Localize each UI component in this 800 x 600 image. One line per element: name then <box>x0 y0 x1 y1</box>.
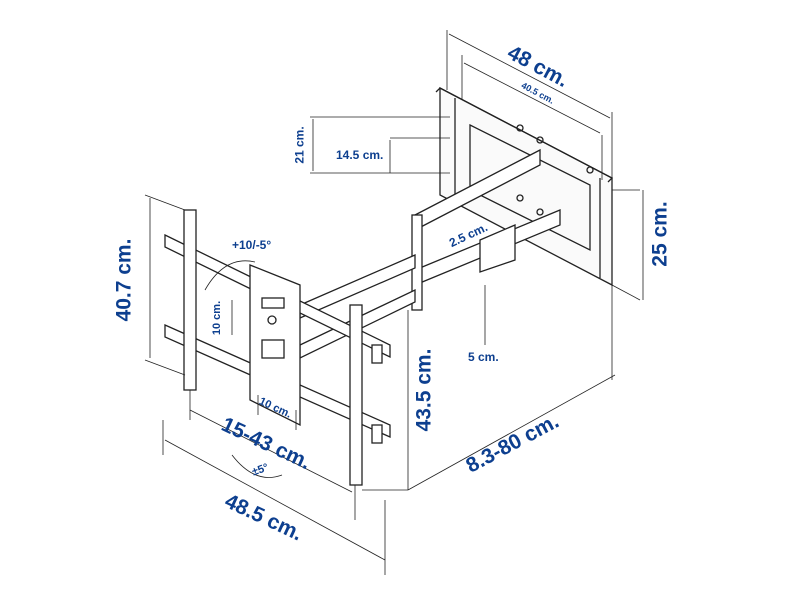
wall-dimension-lines <box>310 30 644 380</box>
wall-plate-depth-label: 25 cm. <box>648 201 672 267</box>
wall-plate-inner-height-label: 14.5 cm. <box>336 148 384 162</box>
wall-plate-outer-height-label: 21 cm. <box>292 126 307 164</box>
tv-dimension-lines <box>144 194 616 575</box>
vesa-vertical-label: 10 cm. <box>211 300 224 336</box>
articulating-arms <box>299 148 561 360</box>
tilt-label: +10/-5° <box>232 238 272 252</box>
wall-plate <box>435 86 614 287</box>
arm-drop-label: 5 cm. <box>468 350 499 364</box>
tv-rail-height-label: 43.5 cm. <box>412 348 436 432</box>
tv-bracket <box>164 209 391 486</box>
tv-bracket-height-label: 40.7 cm. <box>112 238 136 322</box>
